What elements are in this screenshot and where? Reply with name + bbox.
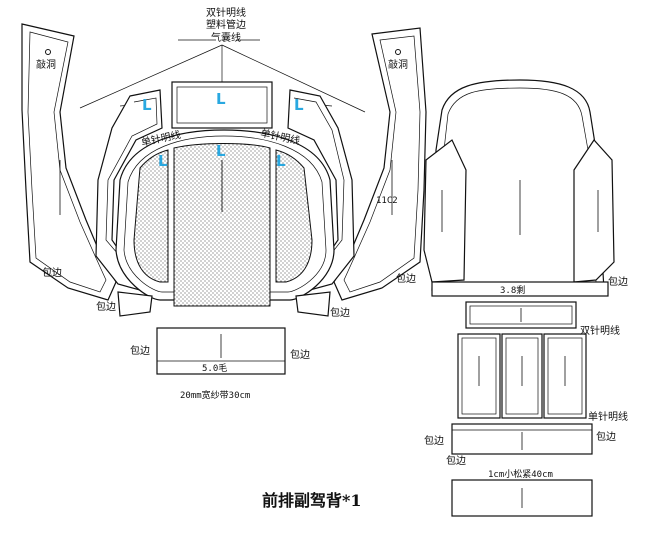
label-elastic-binding: 包边: [446, 454, 466, 467]
mesh-insert-center: [173, 143, 271, 307]
label-plastic-pipe: 塑料管边: [206, 18, 246, 31]
label-airbag-line: 气囊线: [211, 31, 241, 44]
label-code: 11C2: [376, 196, 398, 206]
label-double-needle-top: 双针明线: [206, 6, 246, 19]
label-bottom-binding-left: 包边: [424, 434, 444, 447]
left-lower-flap: [117, 291, 153, 317]
label-hole-right: 敲洞: [388, 58, 408, 71]
marker-L-2: L: [216, 90, 226, 108]
rear-bottom-strip: [451, 423, 593, 455]
rear-pocket-panels: [457, 333, 587, 419]
marker-L-6: L: [276, 152, 286, 170]
right-lower-flap: [295, 291, 331, 317]
top-center-panel: [171, 81, 273, 129]
label-binding-left: 包边: [42, 266, 62, 279]
marker-L-3: L: [294, 96, 304, 114]
mesh-insert-left: [133, 149, 169, 283]
label-strip-note: 20mm宽纱带30cm: [180, 389, 250, 401]
label-single-needle: 单针明线: [588, 410, 628, 423]
label-bottom-binding-mid: 包边: [596, 430, 616, 443]
marker-L-4: L: [158, 152, 168, 170]
mesh-insert-right: [275, 149, 313, 283]
label-strip-binding-left: 包边: [130, 344, 150, 357]
label-binding-right: 包边: [396, 272, 416, 285]
label-binding-right-2: 包边: [330, 306, 350, 319]
rear-center-band: [465, 301, 577, 329]
label-strip-width: 5.0毛: [202, 362, 227, 374]
label-elastic-note: 1cm小松紧40cm: [488, 468, 553, 480]
label-binding-left-2: 包边: [96, 300, 116, 313]
marker-L-1: L: [142, 96, 152, 114]
rear-back-panel: [423, 79, 615, 297]
right-side-panel: [333, 27, 427, 301]
diagram-title: 前排副驾背*1: [262, 491, 362, 510]
center-binding-strip: [156, 327, 286, 375]
label-back-width: 3.8剩: [500, 284, 525, 296]
elastic-strip: [451, 479, 593, 517]
label-strip-binding-right: 包边: [290, 348, 310, 361]
label-hole-left: 敲洞: [36, 58, 56, 71]
label-double-needle: 双针明线: [580, 324, 620, 337]
label-binding-back-right: 包边: [608, 275, 628, 288]
marker-L-5: L: [216, 142, 226, 160]
